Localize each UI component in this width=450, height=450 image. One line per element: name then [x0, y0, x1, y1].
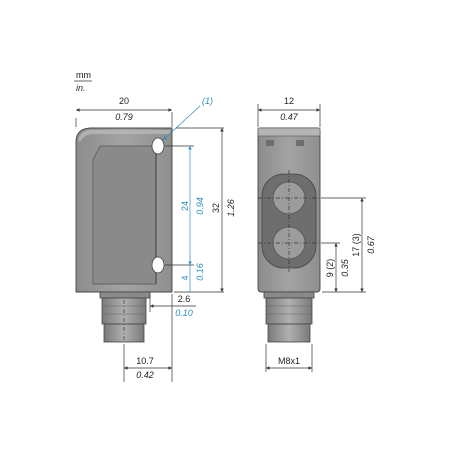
dim-thread: M8x1	[278, 356, 300, 366]
front-window-panel	[92, 145, 157, 285]
units-legend: mm in.	[74, 70, 92, 93]
unit-mm-label: mm	[76, 70, 91, 80]
dim-width-in: 0.79	[115, 112, 133, 122]
dim-hole-offset-mm: 4	[180, 275, 190, 280]
dim-lens-low-in: 0.35	[340, 258, 350, 277]
note-marker: (1)	[202, 96, 213, 106]
dim-connector-pos-mm: 10.7	[136, 356, 154, 366]
connector-side	[265, 297, 313, 325]
dim-height-mm: 32	[211, 203, 221, 213]
dim-width-mm: 20	[119, 96, 129, 106]
unit-in-label: in.	[76, 83, 86, 93]
side-dimensions: 12 0.47 9 (2) 0.35 17 (3) 0.67 M8x1	[257, 96, 376, 372]
mounting-hole-bottom	[151, 256, 165, 274]
dim-lens-high-in: 0.67	[366, 235, 376, 254]
front-dimensions: 20 0.79 (1) 24 0.94 4 0.16 32 1.26 2.6 0…	[75, 96, 236, 382]
mounting-hole-top	[151, 137, 165, 155]
dim-height-in: 1.26	[226, 199, 236, 217]
dim-connector-pos-in: 0.42	[136, 370, 154, 380]
dim-side-width-mm: 12	[284, 96, 294, 106]
dim-connector-offset-mm: 2.6	[178, 294, 191, 304]
dim-hole-offset-in: 0.16	[195, 263, 205, 281]
dim-hole-spacing-mm: 24	[180, 201, 190, 211]
dim-side-width-in: 0.47	[280, 112, 299, 122]
dim-connector-offset-in: 0.10	[175, 308, 193, 318]
front-view	[75, 127, 173, 343]
dim-hole-spacing-in: 0.94	[195, 197, 205, 215]
dim-lens-high-mm: 17 (3)	[351, 233, 361, 257]
side-view	[257, 127, 322, 343]
dim-lens-low-mm: 9 (2)	[325, 259, 335, 278]
